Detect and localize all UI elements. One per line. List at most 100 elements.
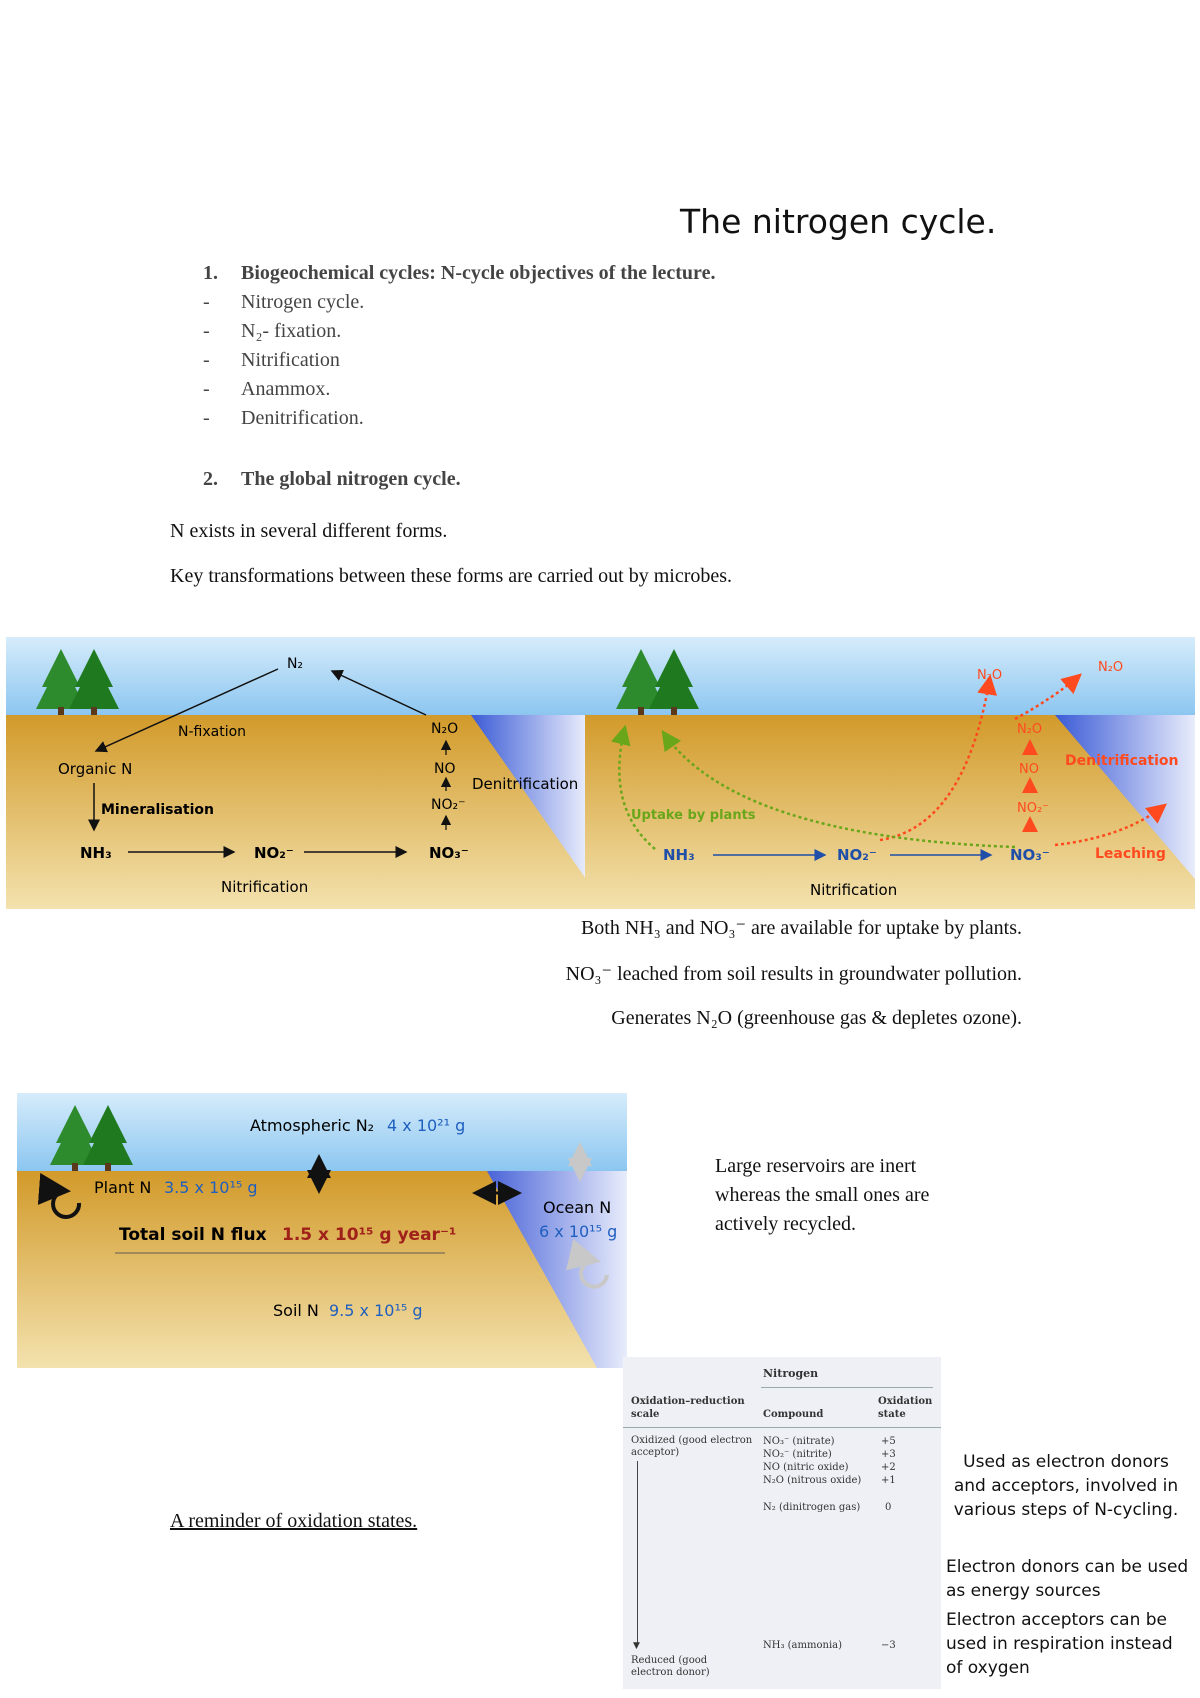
nh3-label: NH₃ <box>80 844 112 862</box>
col-scale-header: Oxidation–reduction scale <box>631 1396 745 1420</box>
statement-2: NO₃⁻ leached from soil results in ground… <box>565 963 1022 985</box>
denitrification-label: Denitrification <box>1065 753 1178 769</box>
organic-n-label: Organic N <box>58 760 132 778</box>
arrow-down-icon: ▼ <box>633 1641 640 1651</box>
plant-cycle-icon <box>37 1173 82 1219</box>
page-title: The nitrogen cycle. <box>680 202 997 241</box>
compound-cell: NO₃⁻ (nitrate) <box>763 1436 835 1447</box>
mineralisation-label: Mineralisation <box>101 802 214 818</box>
no3-label: NO₃⁻ <box>429 844 469 862</box>
objective-item: - Denitrification. <box>203 407 703 433</box>
objective-text: N₂- fixation. <box>241 320 342 342</box>
objective-text: Denitrification. <box>241 407 364 429</box>
ocean <box>487 1171 627 1368</box>
compound-cell: NO₂⁻ (nitrite) <box>763 1449 832 1460</box>
objective-item: - Nitrification <box>203 349 703 375</box>
side-note-3: Electron acceptors can be used in respir… <box>946 1610 1173 1678</box>
atmospheric-value: 4 x 10²¹ g <box>387 1116 465 1135</box>
reduced-label: Reduced (good electron donor) <box>631 1655 710 1678</box>
soil-value: 9.5 x 10¹⁵ g <box>329 1301 423 1320</box>
uptake-label: Uptake by plants <box>631 808 756 823</box>
nitrogen-cycle-diagram-left: N₂ N-fixation Organic N Mineralisation N… <box>6 637 586 909</box>
n2-label: N₂ <box>287 656 303 672</box>
bullet: - <box>203 407 210 429</box>
ocean <box>471 715 586 879</box>
n2o-label: N₂O <box>1017 722 1042 737</box>
compound-cell: N₂O (nitrous oxide) <box>763 1475 862 1486</box>
col-compound-header: Compound <box>763 1409 824 1420</box>
global-nitrogen-cycle-diagram: Atmospheric N₂ 4 x 10²¹ g Plant N 3.5 x … <box>17 1093 627 1368</box>
bullet: - <box>203 291 210 313</box>
leaching-arrow <box>1054 803 1167 847</box>
objective-section-2: 2. The global nitrogen cycle. <box>203 468 1003 494</box>
oxidized-label: Oxidized (good electron acceptor) <box>631 1435 753 1458</box>
denitrification-curve <box>879 674 997 842</box>
n-fixation-label: N-fixation <box>178 724 246 740</box>
reservoir-note-line: actively recycled. <box>715 1213 857 1235</box>
no2-label: NO₂⁻ <box>1017 801 1049 816</box>
bullet: - <box>203 320 210 342</box>
leaching-label: Leaching <box>1095 846 1166 862</box>
section-number: 2. <box>203 468 218 490</box>
soil-label: Soil N <box>273 1301 319 1320</box>
objective-item: - Anammox. <box>203 378 703 404</box>
trees-icon <box>50 1105 133 1171</box>
objective-text: Nitrogen cycle. <box>241 291 365 313</box>
fixation-arrow <box>94 668 279 753</box>
oxidation-state-table: Nitrogen Oxidation–reduction scale Compo… <box>623 1357 941 1689</box>
nitrogen-cycle-diagram-right: N₂O N₂O N₂O NO NO₂⁻ Denitrification Leac… <box>585 637 1195 909</box>
n2o-escape-arrow <box>1014 673 1082 721</box>
denitrification-label: Denitrification <box>472 775 578 793</box>
n2o-top-2-label: N₂O <box>1098 660 1123 675</box>
objective-text: Nitrification <box>241 349 340 371</box>
reservoir-note-line: Large reservoirs are inert <box>715 1155 917 1177</box>
divider <box>761 1387 933 1388</box>
nitrification-label: Nitrification <box>810 881 897 899</box>
objective-section-1: 1. Biogeochemical cycles: N-cycle object… <box>203 262 1003 288</box>
ocean-cycle-icon <box>566 1239 609 1289</box>
nitrification-label: Nitrification <box>221 878 308 896</box>
state-cell: +5 <box>881 1436 896 1447</box>
statement-1: Both NH₃ and NO₃⁻ are available for upta… <box>580 917 1022 939</box>
no-label: NO <box>1019 762 1039 777</box>
objective-text: Anammox. <box>241 378 331 400</box>
reminder-heading: A reminder of oxidation states. <box>170 1510 418 1532</box>
scale-line <box>637 1461 638 1646</box>
plant-value: 3.5 x 10¹⁵ g <box>164 1178 258 1197</box>
section-number: 1. <box>203 262 218 284</box>
no2b-label: NO₂⁻ <box>431 797 466 813</box>
side-note-2: Electron donors can be used as energy so… <box>946 1557 1189 1601</box>
flux-label: Total soil N flux <box>119 1225 267 1245</box>
section-text: Biogeochemical cycles: N-cycle objective… <box>241 262 716 284</box>
statement-3: Generates N₂O (greenhouse gas & depletes… <box>611 1007 1022 1029</box>
compound-cell: NO (nitric oxide) <box>763 1462 849 1473</box>
table-group-header: Nitrogen <box>763 1367 819 1380</box>
state-cell: +1 <box>881 1475 896 1486</box>
side-note-1: Used as electron donors and acceptors, i… <box>953 1452 1179 1520</box>
state-cell: +2 <box>881 1462 896 1473</box>
section-text: The global nitrogen cycle. <box>241 468 461 490</box>
uptake-arrow-nh3 <box>611 724 656 850</box>
nh3-label: NH₃ <box>663 846 695 864</box>
trees-icon <box>36 649 119 715</box>
ocean-label: Ocean N <box>543 1198 611 1217</box>
denitrification-arrow <box>330 670 427 716</box>
compound-cell: NH₃ (ammonia) <box>763 1640 843 1651</box>
state-cell: +3 <box>881 1449 896 1460</box>
objective-item: - Nitrogen cycle. <box>203 291 703 317</box>
reservoir-note: Large reservoirs are inert whereas the s… <box>715 1152 929 1239</box>
atmospheric-label: Atmospheric N₂ <box>250 1116 374 1135</box>
n2o-label: N₂O <box>431 721 458 737</box>
col-state-header: Oxidation state <box>878 1396 933 1420</box>
state-cell: −3 <box>881 1640 896 1651</box>
no-label: NO <box>434 761 456 777</box>
state-cell: 0 <box>885 1502 892 1513</box>
plant-label: Plant N <box>94 1178 151 1197</box>
trees-icon <box>616 649 699 715</box>
no3-label: NO₃⁻ <box>1010 846 1050 864</box>
flux-value: 1.5 x 10¹⁵ g year⁻¹ <box>282 1225 456 1245</box>
reservoir-note-line: whereas the small ones are <box>715 1184 930 1206</box>
bullet: - <box>203 378 210 400</box>
no2-label: NO₂⁻ <box>254 844 294 862</box>
bullet: - <box>203 349 210 371</box>
